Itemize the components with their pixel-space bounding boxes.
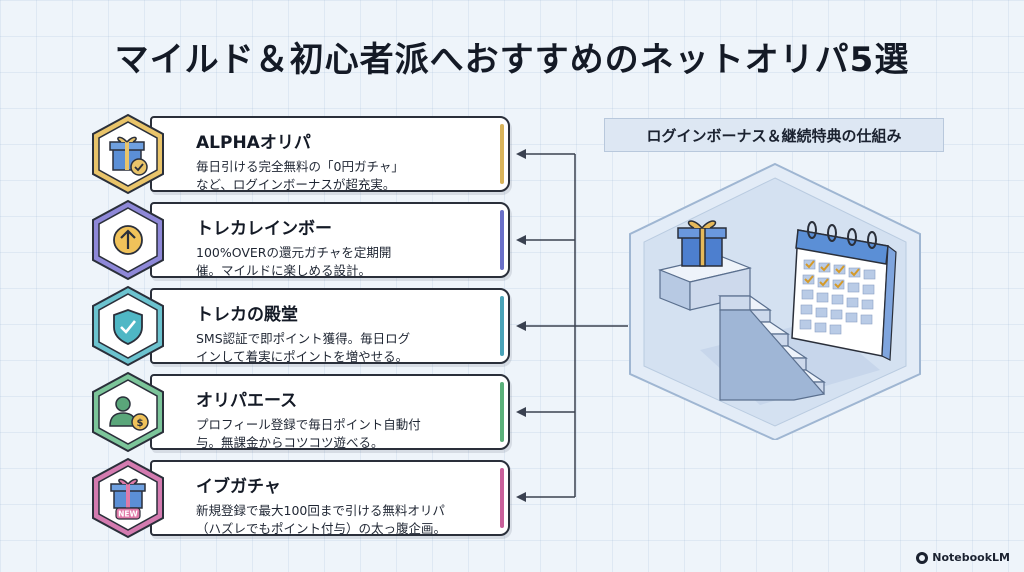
flow-label: ログインボーナス＆継続特典の仕組み <box>604 118 944 152</box>
service-desc-line1: 新規登録で最大100回まで引ける無料オリパ <box>196 503 445 518</box>
service-desc-line2: 催。マイルドに楽しめる設計。 <box>196 263 372 278</box>
service-card-alpha[interactable]: ALPHAオリパ 毎日引ける完全無料の「0円ガチャ」 など、ログインボーナスが超… <box>150 116 510 192</box>
service-desc-line2: 与。無課金からコツコツ遊べる。 <box>196 435 384 450</box>
service-desc-line2: （ハズレでもポイント付与）の太っ腹企画。 <box>196 521 447 536</box>
service-desc-line2: など、ログインボーナスが超充実。 <box>196 177 396 192</box>
login-bonus-illustration <box>629 162 921 440</box>
gift-box-icon <box>677 220 727 267</box>
service-desc-line1: SMS認証で即ポイント獲得。毎日ログ <box>196 331 411 346</box>
arrow-up-coin-icon <box>88 198 168 282</box>
service-card-trecarainbow[interactable]: トレカレインボー 100%OVERの還元ガチャを定期開 催。マイルドに楽しめる設… <box>150 202 510 278</box>
notebooklm-logo-icon <box>916 551 929 564</box>
service-desc-line2: インして着実にポイントを増やせる。 <box>196 349 409 364</box>
service-desc-line1: 100%OVERの還元ガチャを定期開 <box>196 245 392 260</box>
svg-text:$: $ <box>137 418 144 429</box>
gift-check-icon <box>88 112 168 196</box>
service-name: オリパエース <box>196 391 298 411</box>
shield-check-icon <box>88 284 168 368</box>
service-name: イブガチャ <box>196 477 281 497</box>
new-badge-text: NEW <box>118 510 138 519</box>
calendar-icon <box>791 221 897 361</box>
brand-name: NotebookLM <box>932 551 1010 564</box>
service-name: トレカの殿堂 <box>196 305 298 325</box>
gift-new-icon: NEW <box>88 456 168 540</box>
service-card-oripaace[interactable]: オリパエース プロフィール登録で毎日ポイント自動付 与。無課金からコツコツ遊べる… <box>150 374 510 450</box>
page-title: マイルド＆初心者派へおすすめのネットオリパ5選 <box>114 40 910 80</box>
service-desc-line1: 毎日引ける完全無料の「0円ガチャ」 <box>196 159 404 174</box>
service-name: トレカレインボー <box>196 219 332 239</box>
brand-watermark: NotebookLM <box>916 551 1010 564</box>
service-name: ALPHAオリパ <box>196 133 311 153</box>
user-coin-icon: $ <box>88 370 168 454</box>
service-card-dendou[interactable]: トレカの殿堂 SMS認証で即ポイント獲得。毎日ログ インして着実にポイントを増や… <box>150 288 510 364</box>
service-card-ibugacha[interactable]: イブガチャ 新規登録で最大100回まで引ける無料オリパ （ハズレでもポイント付与… <box>150 460 510 536</box>
service-desc-line1: プロフィール登録で毎日ポイント自動付 <box>196 417 421 432</box>
